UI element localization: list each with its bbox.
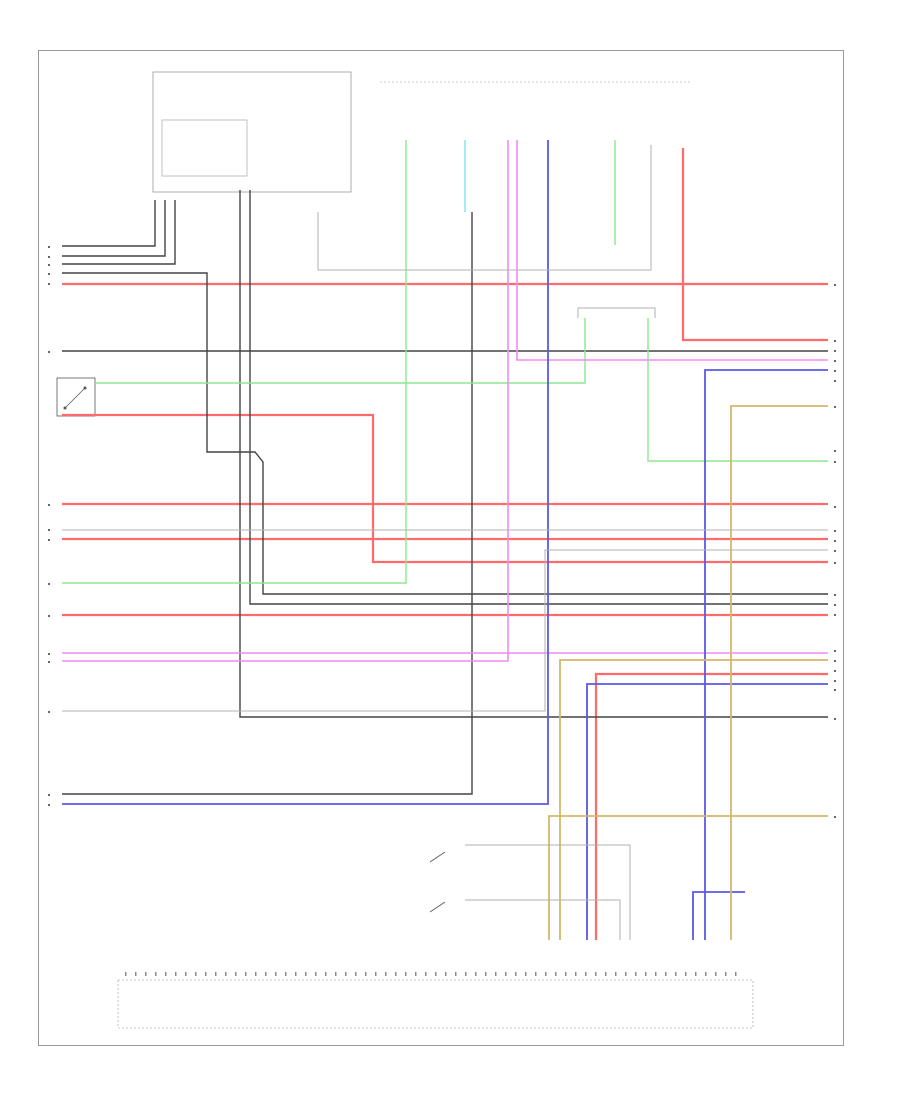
pink-wires xyxy=(62,140,828,662)
relay-box-inner xyxy=(161,119,248,177)
diagram-frame xyxy=(38,50,844,1046)
brake-light-switch-symbol xyxy=(64,387,86,409)
brake-switch-contact-2 xyxy=(83,386,87,390)
black-wires xyxy=(62,190,828,795)
blue-wires xyxy=(62,140,828,940)
right-pin-markers xyxy=(834,284,836,818)
green-wires xyxy=(62,140,828,584)
left-pin-markers xyxy=(48,246,50,806)
ecm-connector-box xyxy=(117,979,754,1029)
red-wires xyxy=(62,148,828,940)
clutch-switch-1-symbol xyxy=(429,851,446,863)
clutch-switch-2-symbol xyxy=(429,901,446,913)
brake-switch-contact-1 xyxy=(63,406,67,410)
connector-boxes xyxy=(56,71,754,1029)
gray-wires xyxy=(62,145,828,940)
relay-block-outline xyxy=(152,71,352,193)
ecm-pin-row xyxy=(125,972,737,976)
clutch-switch-symbols xyxy=(429,851,446,913)
yellow-wires xyxy=(548,405,828,940)
